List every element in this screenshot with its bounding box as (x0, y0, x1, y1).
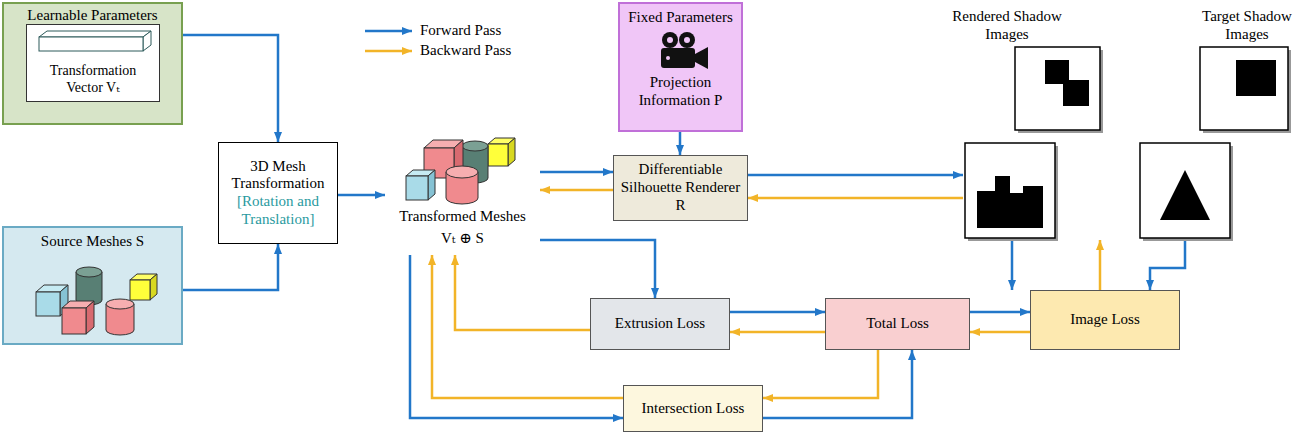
backward-arrow (748, 197, 963, 200)
image-group: Rendered Shadow Images (963, 8, 1108, 240)
forward-arrow (338, 194, 385, 197)
node-label: Intersection Loss (642, 400, 745, 418)
node-sublabel: Projection Information P (620, 74, 741, 109)
transformed-meshes (400, 132, 530, 208)
parameter-panel: Fixed ParametersProjection Information P (618, 2, 743, 132)
node-label: Extrusion Loss (615, 315, 705, 333)
node-label: Rendered Shadow Images (945, 8, 1069, 43)
loss-box: Total Loss (825, 298, 970, 350)
node-label: Transformed Meshes (385, 208, 540, 226)
node-label: Total Loss (866, 315, 929, 333)
node-label: Learnable Parameters (4, 7, 181, 25)
image-group: Target Shadow Images (1138, 8, 1303, 240)
node-sublabel: [Rotation and Translation] (223, 193, 333, 228)
forward-arrow (763, 350, 912, 418)
backward-sample (365, 50, 412, 53)
loss-box: Intersection Loss (623, 385, 763, 432)
source-panel: Source Meshes S (2, 226, 183, 345)
forward-arrow (679, 132, 682, 155)
loss-box: Extrusion Loss (590, 298, 730, 350)
source-meshes (32, 260, 162, 340)
camera-icon (656, 30, 712, 72)
node-label: Target Shadow Images (1194, 8, 1300, 43)
vector-bar (27, 27, 161, 63)
forward-arrow (1011, 240, 1014, 290)
node-label: Source Meshes S (4, 233, 181, 251)
rendered-shadow-images (963, 8, 1108, 242)
backward-arrow (540, 189, 613, 192)
parameter-panel: Learnable Parameters Transformation Vect… (2, 2, 183, 125)
backward-arrow (455, 255, 590, 330)
backward-arrow (970, 331, 1030, 334)
renderer-box: Differentiable Silhouette Renderer R (613, 155, 748, 221)
backward-arrow (1099, 240, 1102, 290)
legend-label: Forward Pass (420, 22, 501, 40)
node-label: Transformation Vector Vₜ (35, 63, 151, 96)
mesh-group: Transformed Meshes Vₜ ⊕ S (385, 130, 540, 255)
forward-arrow (730, 311, 825, 314)
forward-arrow (970, 311, 1030, 314)
forward-arrow (183, 35, 278, 142)
legend-label: Backward Pass (420, 42, 511, 60)
forward-arrow (540, 171, 613, 174)
target-shadow-images (1138, 8, 1303, 242)
node-label: Image Loss (1070, 311, 1140, 329)
vector-box: Transformation Vector Vₜ (26, 24, 160, 102)
forward-arrow (183, 244, 278, 290)
backward-arrow (763, 350, 878, 398)
forward-arrow (540, 240, 655, 298)
forward-arrow (1150, 240, 1185, 290)
backward-arrow (730, 331, 825, 334)
forward-arrow (748, 174, 963, 177)
node-label: Differentiable Silhouette Renderer R (618, 161, 743, 214)
node-sublabel: Vₜ ⊕ S (385, 230, 540, 248)
node-label: Fixed Parameters (620, 9, 741, 27)
node-label: 3D Mesh Transformation (223, 158, 333, 193)
forward-sample (365, 30, 412, 33)
process-box: 3D Mesh Transformation[Rotation and Tran… (218, 142, 338, 244)
loss-box: Image Loss (1030, 290, 1180, 350)
